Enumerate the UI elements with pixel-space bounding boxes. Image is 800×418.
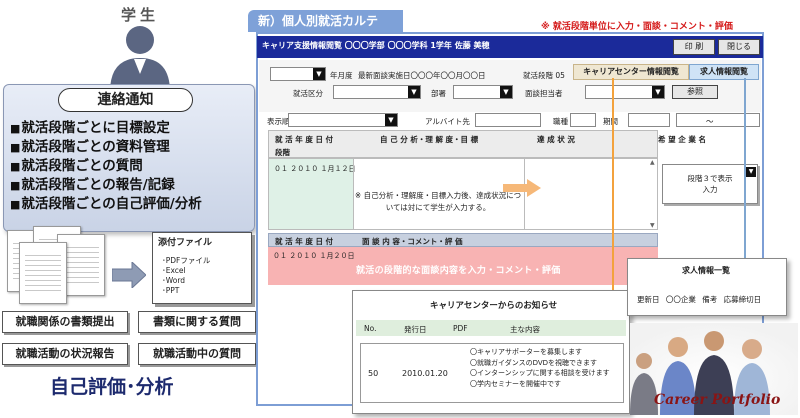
notice-title: 連絡通知 bbox=[58, 88, 193, 112]
career-center-title: キャリアセンターからのお知らせ bbox=[430, 301, 558, 311]
notice-item: 就活段階ごとに目標設定 bbox=[10, 119, 254, 138]
karte-tab[interactable]: 新）個人別就活カルテ bbox=[248, 10, 403, 32]
scroll-down-icon[interactable]: ▼ bbox=[650, 222, 655, 229]
grid-header-stage: 段階 bbox=[275, 148, 290, 157]
career-portfolio-logo: Career Portfolio bbox=[654, 392, 781, 408]
notice-content-item: 〇インターンシップに関する相談を受けます bbox=[470, 369, 610, 377]
arrow-right-icon bbox=[503, 179, 541, 197]
category-label: 就活区分 bbox=[293, 89, 323, 98]
document-stack-image bbox=[5, 224, 105, 304]
notice-item: 就活段階ごとの報告/記録 bbox=[10, 176, 254, 195]
goal-row-date-cell bbox=[269, 159, 353, 229]
grid-header-date: 就 活 年 度 日 付 bbox=[275, 135, 334, 144]
column-header-pdf: PDF bbox=[453, 324, 468, 333]
goal-row-note: ※ 自己分析・理解度・目標入力後、達成状況については対にて学生が入力する。 bbox=[354, 191, 522, 212]
interview-row[interactable] bbox=[268, 247, 658, 285]
chevron-down-icon[interactable]: ▼ bbox=[746, 167, 756, 177]
document-submission-label: 就職関係の書類提出 bbox=[2, 311, 128, 333]
job-type-input[interactable] bbox=[570, 113, 596, 127]
grid-header-achievement: 達 成 状 況 bbox=[537, 135, 575, 144]
red-note: ※ 就活段階単位に入力・面談・コメント・評価 bbox=[541, 22, 733, 32]
people-photo bbox=[630, 323, 798, 415]
interview-row-date: ０１ ２０１０ １月２０日 bbox=[273, 252, 355, 260]
notice-date: 2010.01.20 bbox=[402, 369, 448, 378]
column-header-content: 主な内容 bbox=[510, 325, 540, 334]
guide-line-orange bbox=[612, 78, 614, 292]
student-label: 学生 bbox=[120, 6, 159, 24]
print-button[interactable]: 印 刷 bbox=[673, 39, 715, 55]
job-listing-columns: 更新日 〇〇企業 備考 応募締切日 bbox=[637, 295, 762, 304]
goal-row-input-cell[interactable] bbox=[353, 158, 525, 230]
notice-item: 就活段階ごとの質問 bbox=[10, 157, 254, 176]
document-question-label: 書類に関する質問 bbox=[138, 311, 256, 333]
goal-grid-header bbox=[268, 130, 658, 158]
self-evaluation-heading: 自己評価･分析 bbox=[50, 376, 174, 398]
grid-header-self-analysis: 自 己 分 析・理 解 度・目 標 bbox=[380, 135, 479, 144]
attachment-title: 添付ファイル bbox=[158, 238, 213, 248]
notice-content-item: 〇学内セミナーを開催中です bbox=[470, 379, 561, 388]
job-listing-panel bbox=[627, 258, 787, 316]
career-center-table-header bbox=[356, 320, 626, 336]
tab-job-listing[interactable]: 求人情報閲覧 bbox=[689, 64, 759, 80]
notice-item: 就活段階ごとの資料管理 bbox=[10, 138, 254, 157]
grid-header-company: 希 望 企 業 名 bbox=[658, 135, 706, 144]
display-order-label: 表示順 bbox=[267, 117, 290, 126]
goal-row-date: ０１ ２０１０ １月１２日 bbox=[274, 165, 356, 173]
interviewer-select[interactable] bbox=[585, 85, 665, 99]
close-button[interactable]: 閉じる bbox=[718, 39, 760, 55]
notice-number: 50 bbox=[368, 369, 379, 378]
arrow-right-icon bbox=[112, 262, 146, 288]
person-icon bbox=[110, 26, 170, 92]
document-icon bbox=[19, 242, 67, 304]
attachment-item: ･Word bbox=[162, 276, 186, 285]
part-time-input[interactable] bbox=[475, 113, 541, 127]
notice-content-item: 〇就職ガイダンスのDVDを視聴できます bbox=[470, 358, 598, 367]
column-header-date: 発行日 bbox=[404, 325, 427, 334]
period-start-input[interactable] bbox=[628, 113, 670, 127]
job-hunting-question-label: 就職活動中の質問 bbox=[138, 343, 256, 365]
attachment-item: ･PPT bbox=[162, 286, 180, 295]
department-label: 部署 bbox=[431, 89, 446, 98]
stage-box-line1: 段階３で表示 bbox=[687, 174, 733, 183]
latest-interview-date: 最新面談実施日〇〇〇年〇〇月〇〇日 bbox=[358, 71, 486, 80]
stage-box-line2: 入力 bbox=[702, 185, 718, 194]
display-order-select[interactable] bbox=[288, 113, 398, 127]
scroll-up-icon[interactable]: ▲ bbox=[650, 159, 655, 166]
period-label: 期間 bbox=[603, 117, 618, 126]
column-header-no: No. bbox=[364, 324, 377, 333]
stage-label: 就活段階 05 bbox=[523, 71, 565, 80]
notice-contents: 〇キャリアサポーターを募集します 〇就職ガイダンスのDVDを視聴できます 〇イン… bbox=[470, 347, 610, 389]
job-listing-title: 求人情報一覧 bbox=[682, 266, 730, 275]
reference-button[interactable]: 参照 bbox=[672, 85, 718, 99]
guide-line-blue bbox=[744, 78, 746, 258]
interview-row-text: 就活の段階的な面談内容を入力・コメント・評価 bbox=[356, 266, 561, 276]
table-row[interactable] bbox=[360, 343, 624, 403]
interview-header-date: 就 活 年 度 日 付 bbox=[275, 237, 334, 246]
period-end-input[interactable] bbox=[676, 113, 760, 127]
window-header-bar bbox=[257, 36, 763, 58]
tab-career-center[interactable]: キャリアセンター情報閲覧 bbox=[573, 64, 689, 80]
student-info: キャリア支援情報閲覧 〇〇〇学部 〇〇〇学科 1学年 佐藤 美穂 bbox=[262, 41, 490, 50]
attachment-item: ･Excel bbox=[162, 266, 186, 275]
attachment-list: ･PDFファイル ･Excel ･Word ･PPT bbox=[162, 256, 246, 296]
interview-grid-header bbox=[268, 233, 658, 247]
year-label: 年月度 bbox=[330, 71, 353, 80]
job-type-label: 職種 bbox=[553, 117, 568, 126]
year-select[interactable] bbox=[270, 67, 326, 81]
notice-content-item: 〇キャリアサポーターを募集します bbox=[470, 348, 582, 356]
interviewer-label: 面談担当者 bbox=[525, 89, 563, 98]
period-tilde: ～ bbox=[706, 117, 714, 126]
stage-company-box: 段階３で表示 入力 bbox=[662, 164, 758, 204]
status-report-label: 就職活動の状況報告 bbox=[2, 343, 128, 365]
notice-item: 就活段階ごとの自己評価/分析 bbox=[10, 195, 254, 214]
category-select[interactable] bbox=[333, 85, 421, 99]
department-select[interactable] bbox=[453, 85, 513, 99]
attachment-panel: 添付ファイル ･PDFファイル ･Excel ･Word ･PPT bbox=[152, 232, 252, 304]
notice-list: 就活段階ごとに目標設定 就活段階ごとの資料管理 就活段階ごとの質問 就活段階ごと… bbox=[10, 119, 254, 214]
part-time-label: アルバイト先 bbox=[425, 117, 470, 126]
attachment-item: ･PDFファイル bbox=[162, 256, 211, 265]
interview-header-content: 面 談 内 容・コメント・評 価 bbox=[362, 237, 463, 246]
